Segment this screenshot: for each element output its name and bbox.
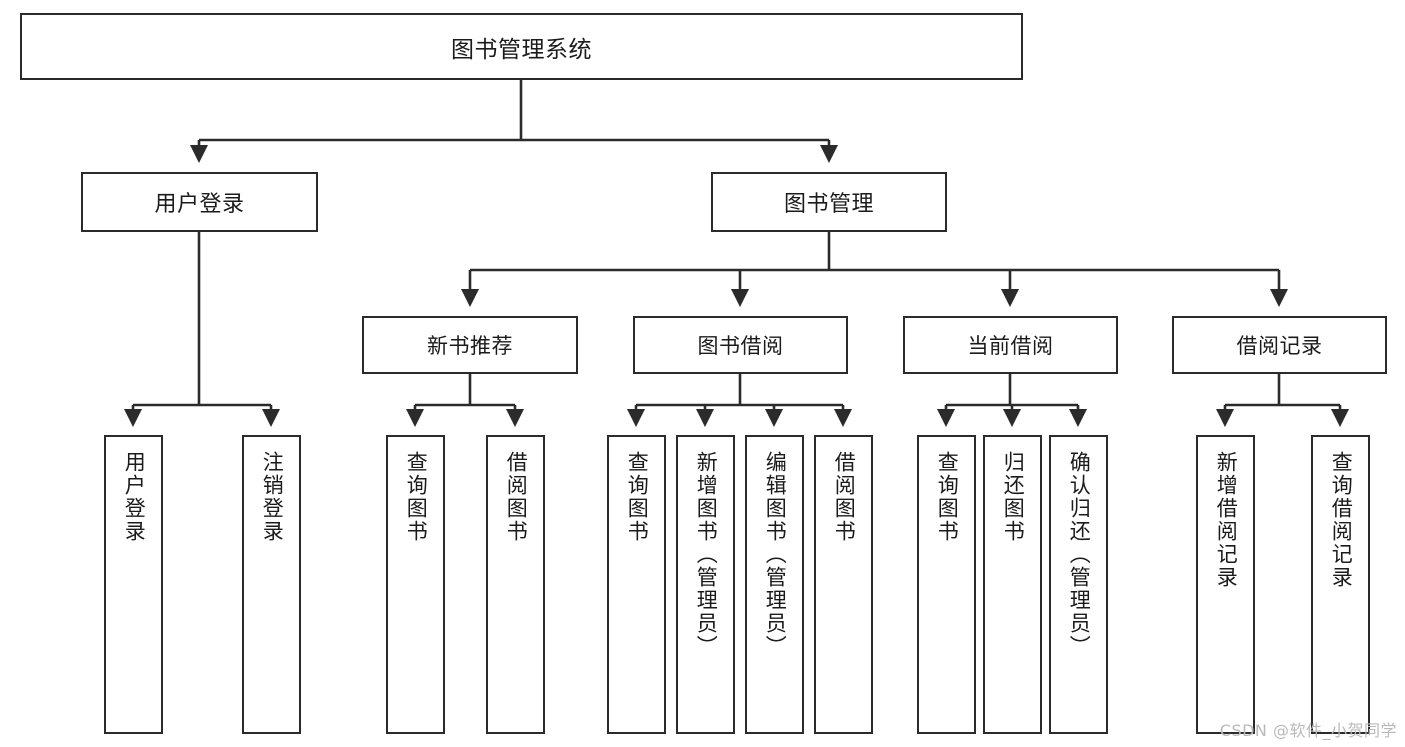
node-user-login-label: 用户登录: [154, 192, 245, 217]
leaf-user-login: 用户登录: [104, 435, 163, 734]
leaf-edit-book-admin-label: 编辑图书（管理员）: [763, 451, 788, 658]
leaf-confirm-return-admin: 确认归还（管理员）: [1049, 435, 1108, 734]
leaf-add-borrow-record-label: 新增借阅记录: [1214, 451, 1239, 589]
watermark: CSDN @软件_小贺同学: [1219, 721, 1397, 740]
node-book-management: 图书管理: [711, 172, 947, 232]
node-current-borrow-label: 当前借阅: [967, 334, 1054, 358]
node-user-login: 用户登录: [81, 172, 318, 232]
node-book-borrow-label: 图书借阅: [697, 334, 784, 358]
leaf-search-borrow-record-label: 查询借阅记录: [1329, 451, 1354, 589]
node-borrow-record: 借阅记录: [1172, 316, 1387, 374]
node-current-borrow: 当前借阅: [903, 316, 1118, 374]
leaf-search-book-borrow-label: 查询图书: [625, 451, 650, 543]
leaf-borrow-book-recommend: 借阅图书: [486, 435, 545, 734]
leaf-search-book-current-label: 查询图书: [935, 451, 960, 543]
leaf-borrow-book: 借阅图书: [814, 435, 873, 734]
node-root-label: 图书管理系统: [451, 36, 592, 63]
leaf-search-book-recommend: 查询图书: [386, 435, 445, 734]
node-book-management-label: 图书管理: [783, 192, 874, 217]
node-book-borrow: 图书借阅: [633, 316, 848, 374]
leaf-search-book-current: 查询图书: [917, 435, 976, 734]
leaf-search-borrow-record: 查询借阅记录: [1311, 435, 1370, 734]
leaf-add-book-admin: 新增图书（管理员）: [676, 435, 735, 734]
leaf-borrow-book-label: 借阅图书: [832, 451, 857, 543]
leaf-return-book: 归还图书: [983, 435, 1042, 734]
leaf-confirm-return-admin-label: 确认归还（管理员）: [1067, 451, 1092, 658]
leaf-logout-label: 注销登录: [260, 451, 285, 543]
node-borrow-record-label: 借阅记录: [1236, 334, 1323, 358]
leaf-edit-book-admin: 编辑图书（管理员）: [745, 435, 804, 734]
leaf-search-book-borrow: 查询图书: [607, 435, 666, 734]
node-new-book-recommend: 新书推荐: [362, 316, 578, 374]
node-root: 图书管理系统: [20, 13, 1023, 80]
leaf-logout: 注销登录: [242, 435, 301, 734]
leaf-add-borrow-record: 新增借阅记录: [1196, 435, 1255, 734]
leaf-user-login-label: 用户登录: [122, 451, 147, 543]
leaf-add-book-admin-label: 新增图书（管理员）: [694, 451, 719, 658]
leaf-search-book-recommend-label: 查询图书: [404, 451, 429, 543]
leaf-borrow-book-recommend-label: 借阅图书: [504, 451, 529, 543]
node-new-book-recommend-label: 新书推荐: [427, 334, 513, 358]
leaf-return-book-label: 归还图书: [1001, 451, 1026, 543]
